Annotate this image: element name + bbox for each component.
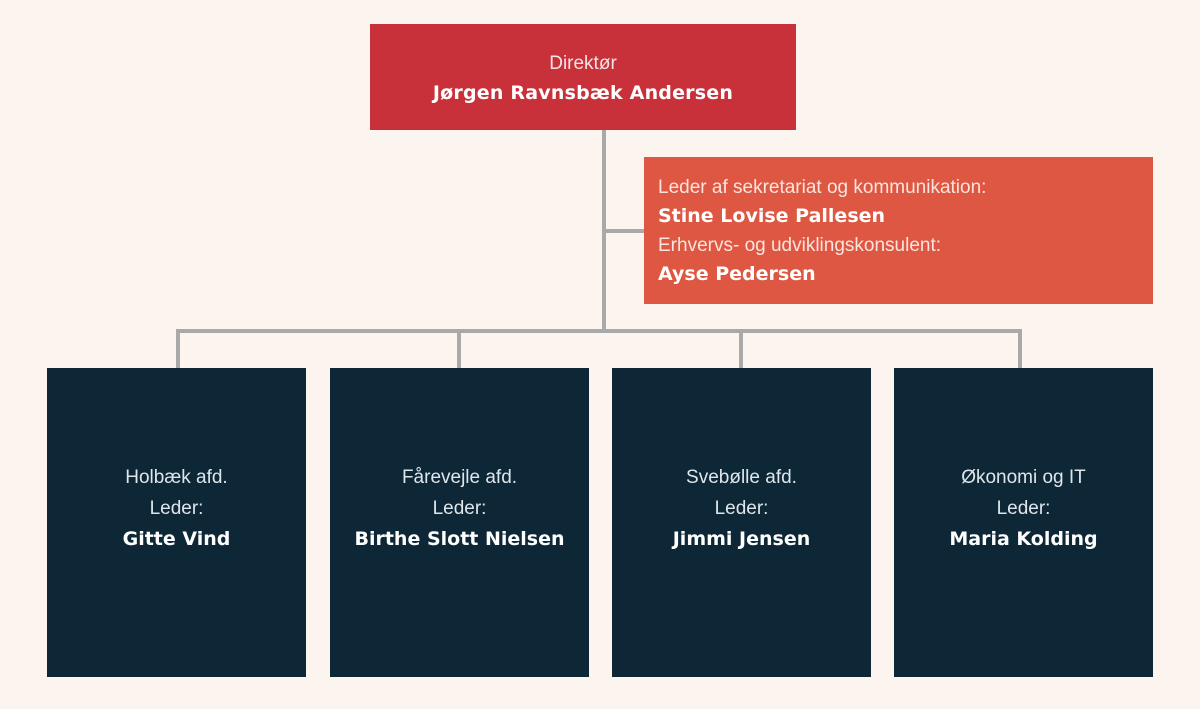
connector-departments-bar <box>176 329 1022 333</box>
department-role: Leder: <box>432 498 487 519</box>
department-role: Leder: <box>714 498 769 519</box>
director-box: Direktør Jørgen Ravnsbæk Andersen <box>370 24 796 130</box>
connector-dept-1 <box>176 329 180 368</box>
staff-box: Leder af sekretariat og kommunikation: S… <box>644 157 1153 304</box>
department-unit: Fårevejle afd. <box>401 467 518 488</box>
department-box-holbaek: Holbæk afd. Leder: Gitte Vind <box>47 368 306 677</box>
department-role: Leder: <box>149 498 204 519</box>
department-leader-name: Jimmi Jensen <box>672 528 811 550</box>
staff-role-name: Ayse Pedersen <box>658 263 816 285</box>
director-title: Direktør <box>549 53 617 74</box>
department-leader-name: Birthe Slott Nielsen <box>354 528 565 550</box>
department-leader-name: Maria Kolding <box>949 528 1098 550</box>
connector-dept-3 <box>739 329 743 368</box>
department-unit: Svebølle afd. <box>686 467 797 488</box>
connector-dept-2 <box>457 329 461 368</box>
connector-staff-branch <box>602 229 644 233</box>
staff-role-title: Erhvervs- og udviklingskonsulent: <box>658 235 942 256</box>
staff-role-name: Stine Lovise Pallesen <box>658 205 886 227</box>
director-name: Jørgen Ravnsbæk Andersen <box>432 82 734 104</box>
department-box-sveboelle: Svebølle afd. Leder: Jimmi Jensen <box>612 368 871 677</box>
department-leader-name: Gitte Vind <box>122 528 231 550</box>
department-box-oekonomi-it: Økonomi og IT Leder: Maria Kolding <box>894 368 1153 677</box>
department-role: Leder: <box>996 498 1051 519</box>
department-unit: Økonomi og IT <box>961 467 1086 488</box>
department-box-faarevejle: Fårevejle afd. Leder: Birthe Slott Niels… <box>330 368 589 677</box>
staff-role-title: Leder af sekretariat og kommunikation: <box>658 177 987 198</box>
connector-dept-4 <box>1018 329 1022 368</box>
department-unit: Holbæk afd. <box>125 467 228 488</box>
